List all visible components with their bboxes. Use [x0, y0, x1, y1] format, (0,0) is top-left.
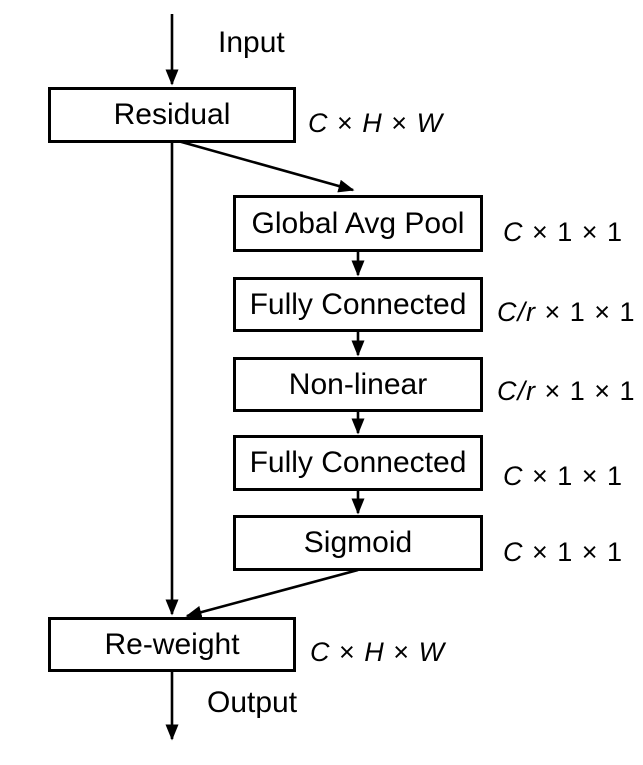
node-reweight-label: Re-weight: [104, 627, 240, 661]
sigmoid-to-reweight-arrow: [185, 568, 359, 619]
dim-label-sigmoid: C × 1 × 1: [503, 537, 624, 567]
dim-label-fully-connected-2: C × 1 × 1: [503, 461, 624, 491]
dim-label-global-avg-pool: C × 1 × 1: [503, 217, 624, 247]
dim-label-fully-connected-1: C/r × 1 × 1: [497, 297, 636, 327]
node-fully-connected-2: Fully Connected: [233, 435, 483, 491]
node-global-avg-pool-label: Global Avg Pool: [251, 206, 465, 240]
node-sigmoid: Sigmoid: [233, 515, 483, 571]
dim-label-reweight: C × H × W: [310, 637, 446, 667]
node-fully-connected-1: Fully Connected: [233, 277, 483, 332]
node-non-linear-label: Non-linear: [288, 367, 428, 401]
node-residual-label: Residual: [113, 98, 231, 131]
node-fully-connected-1-label: Fully Connected: [249, 287, 467, 321]
node-global-avg-pool: Global Avg Pool: [233, 195, 483, 252]
node-fully-connected-2-label: Fully Connected: [249, 446, 467, 479]
residual-to-gap-arrow: [177, 139, 355, 193]
dim-label-non-linear: C/r × 1 × 1: [497, 376, 636, 406]
node-residual: Residual: [48, 87, 296, 143]
output-label: Output: [207, 686, 298, 719]
node-reweight: Re-weight: [48, 617, 296, 672]
node-sigmoid-label: Sigmoid: [303, 526, 413, 559]
dim-label-residual: C × H × W: [308, 108, 444, 138]
node-non-linear: Non-linear: [233, 357, 483, 412]
input-label: Input: [218, 26, 285, 59]
